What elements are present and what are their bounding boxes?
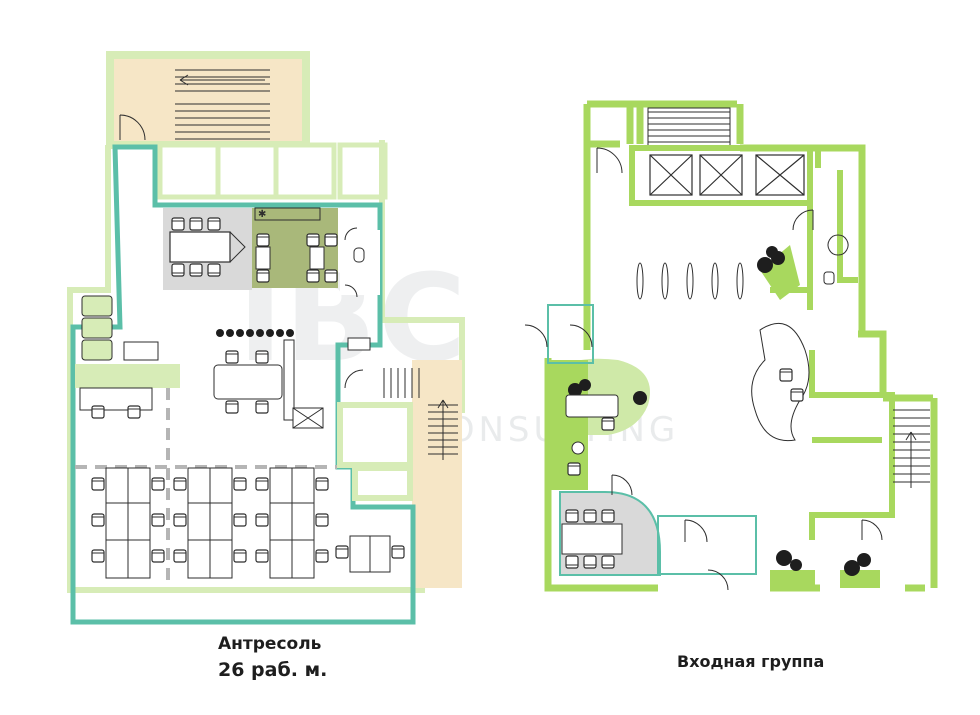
sofa-blocks <box>81 295 113 361</box>
entrance-meeting-table <box>561 523 623 555</box>
lounge-sofa <box>565 394 619 418</box>
stairs-entrance-top <box>647 107 731 147</box>
kitchen-table-right <box>309 246 325 270</box>
workstations <box>105 467 315 579</box>
mezzanine-title: Антресоль <box>218 634 322 654</box>
print-station <box>123 341 159 361</box>
plant-row <box>216 329 294 337</box>
dashed-partitions <box>75 388 337 588</box>
plants <box>568 246 871 576</box>
window-panels-top <box>157 142 388 200</box>
columns <box>636 262 744 300</box>
reception-counter <box>75 364 180 388</box>
meeting-table <box>169 231 231 263</box>
entrance-plan <box>524 100 938 592</box>
reception-curve <box>751 322 810 442</box>
mezzanine-workplaces: 26 раб. м. <box>218 659 328 681</box>
stairs-entrance-right <box>893 409 930 488</box>
kitchen-table-left <box>255 246 271 270</box>
mezzanine-plan: ✱ <box>67 51 465 625</box>
vestibule <box>657 515 757 575</box>
lounge-table <box>213 364 283 400</box>
door-swing-top <box>119 114 146 141</box>
stairs-right <box>383 368 458 460</box>
stairs-top <box>175 69 270 140</box>
svg-text:✱: ✱ <box>258 209 266 220</box>
entrance-group-title: Входная группа <box>677 652 825 671</box>
coffee-table <box>571 441 585 455</box>
elevator-shafts <box>649 154 805 196</box>
outer-wall-green <box>544 100 938 592</box>
stair-area-right <box>412 360 462 588</box>
